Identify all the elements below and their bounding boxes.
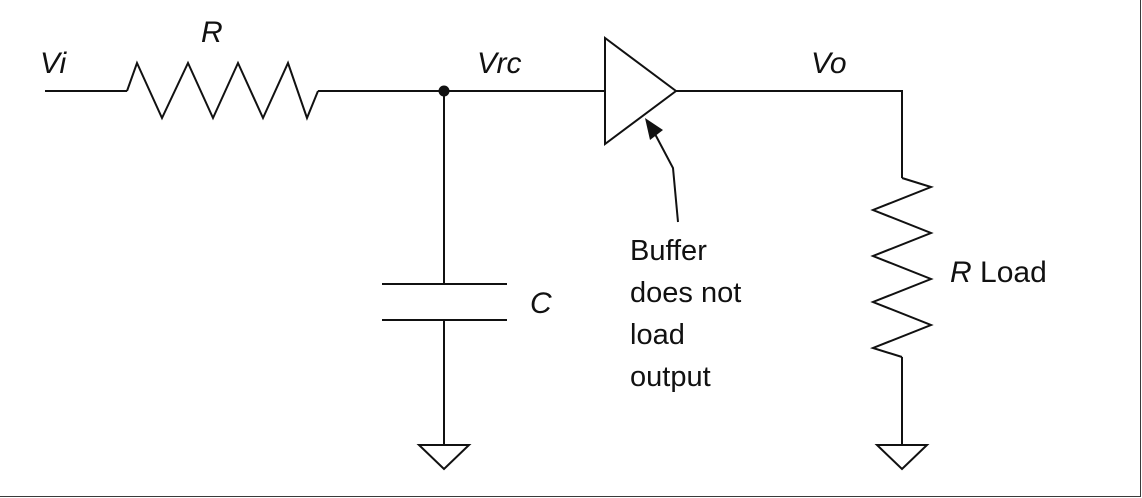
callout-arrowhead <box>645 118 663 140</box>
buffer-note-line-1: Buffer <box>630 235 707 267</box>
label-vi: Vi <box>40 47 67 80</box>
label-rload: R Load <box>950 258 1047 288</box>
buffer-note: Buffer does not load output <box>630 230 830 398</box>
resistor-load <box>869 177 935 358</box>
ground-symbol-right <box>874 444 930 471</box>
resistor-r <box>126 60 319 121</box>
buffer-note-line-2: does not <box>630 277 742 309</box>
callout-line <box>654 133 679 223</box>
label-vo: Vo <box>811 47 847 80</box>
label-rload-symbol: R <box>950 256 972 289</box>
label-rload-word: Load <box>980 256 1047 289</box>
ground-symbol-left <box>416 444 472 471</box>
label-r: R <box>201 16 223 49</box>
buffer-note-line-4: output <box>630 361 711 393</box>
buffer-note-line-3: load <box>630 319 685 351</box>
label-c: C <box>530 287 552 320</box>
label-vrc: Vrc <box>477 47 522 80</box>
buffer-amplifier <box>604 36 678 146</box>
output-wire <box>676 90 903 178</box>
